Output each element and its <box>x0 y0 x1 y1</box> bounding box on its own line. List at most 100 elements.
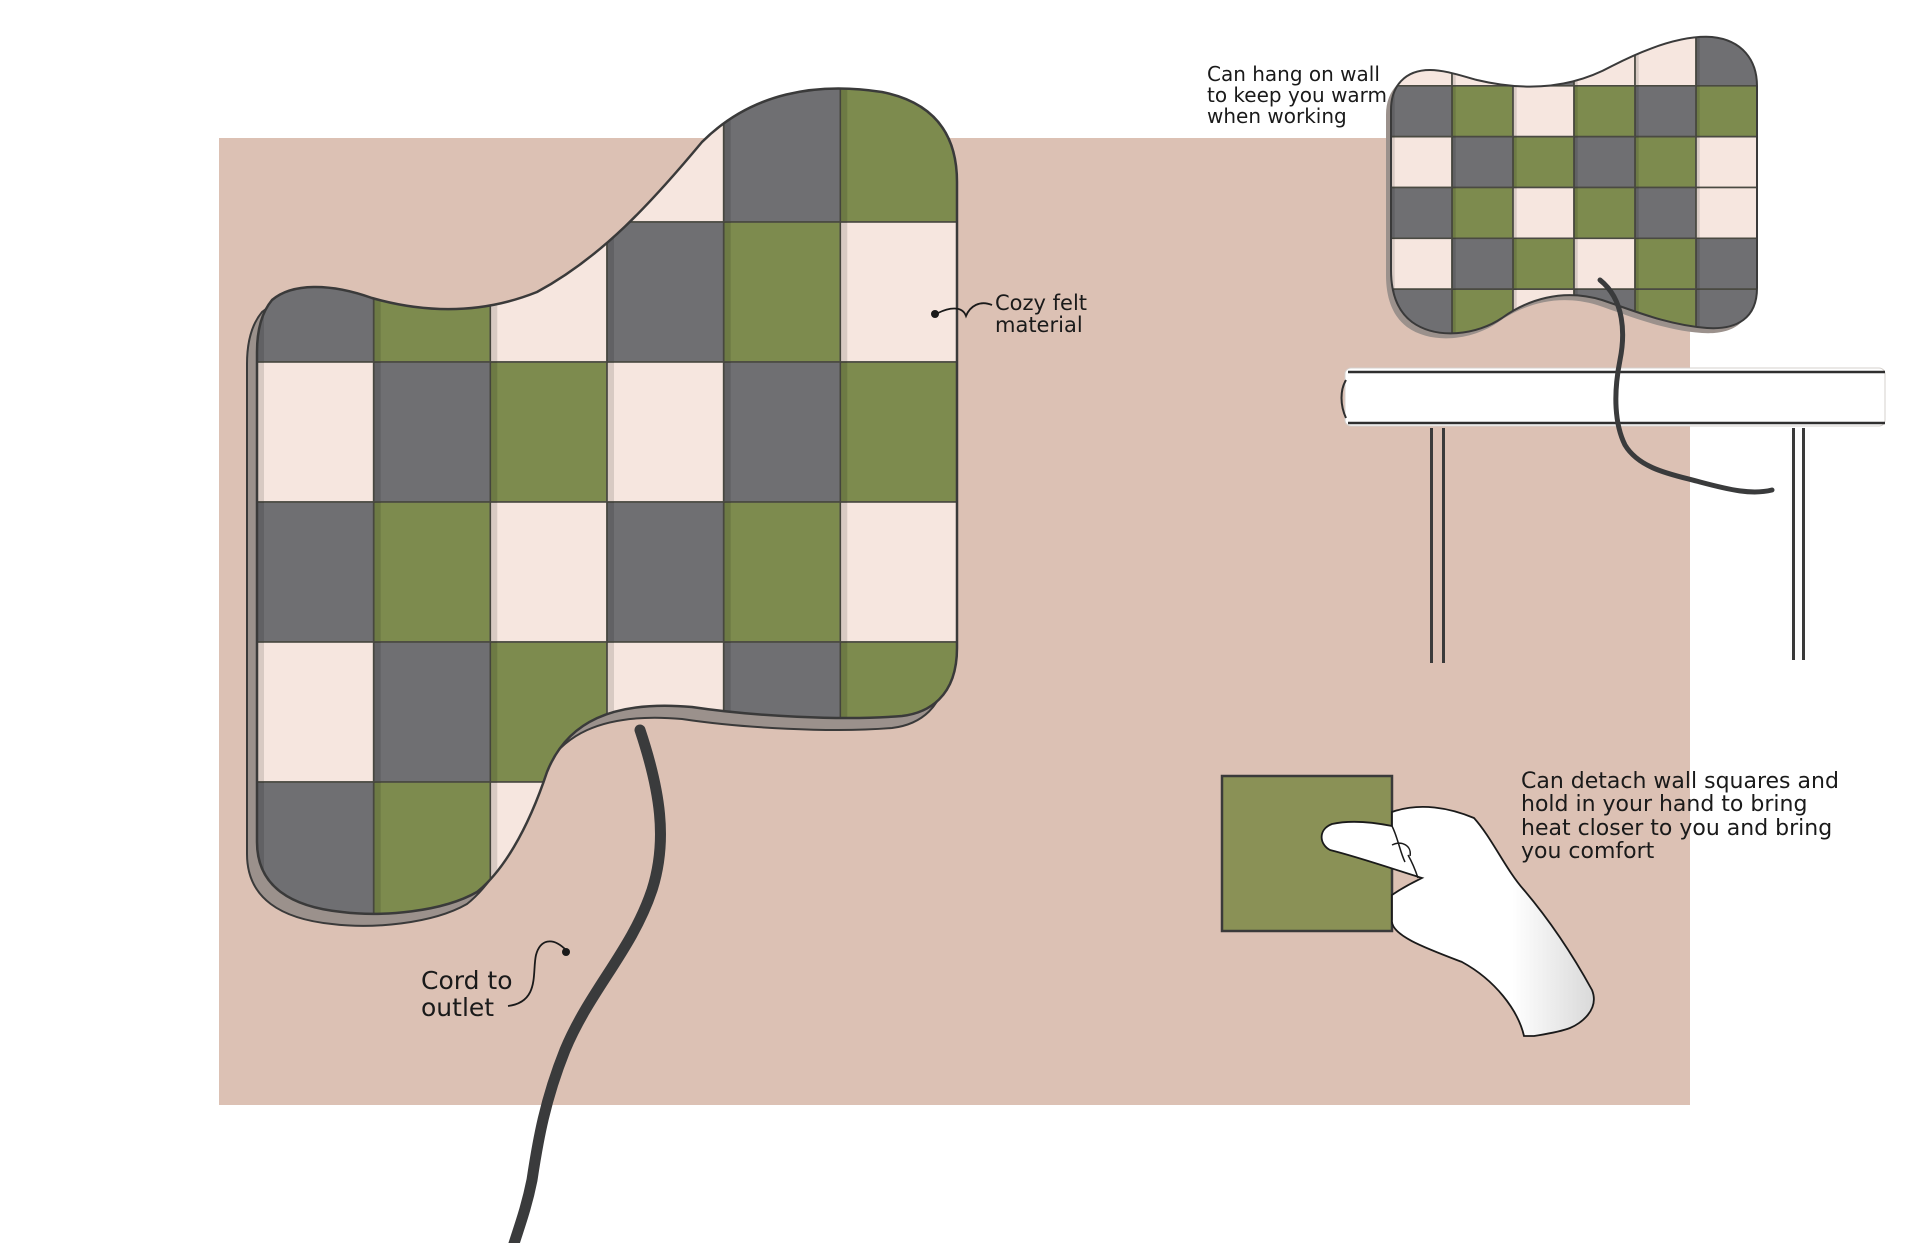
cord-annotation: Cord to outlet <box>421 967 513 1022</box>
felt-tile <box>1391 85 1453 138</box>
felt-tile-shadow <box>1696 289 1700 334</box>
felt-tile <box>722 88 842 223</box>
felt-tile <box>257 641 375 783</box>
felt-tile-shadow <box>1513 238 1517 290</box>
felt-tile-shadow <box>373 782 381 914</box>
felt-tile-shadow <box>723 88 731 222</box>
annotation-line: Can hang on wall <box>1207 62 1380 86</box>
felt-tile-shadow <box>490 782 498 914</box>
felt-tile <box>1634 237 1697 290</box>
felt-tile <box>1512 85 1575 138</box>
felt-tile <box>1573 135 1636 189</box>
felt-tile-shadow <box>1391 136 1395 188</box>
felt-tile <box>372 361 492 503</box>
felt-tile <box>1451 36 1514 87</box>
felt-tile <box>722 501 842 643</box>
felt-tile-shadow <box>840 642 848 782</box>
felt-tile-shadow <box>1696 136 1700 188</box>
felt-tile-shadow <box>490 362 498 502</box>
felt-tile-shadow <box>373 502 381 642</box>
detach-annotation: Can detach wall squares and hold in your… <box>1521 769 1839 864</box>
felt-tile <box>257 501 375 643</box>
felt-tile <box>1573 85 1636 138</box>
felt-tile-shadow <box>840 222 848 362</box>
annotation-line: you comfort <box>1521 838 1655 864</box>
felt-tile-shadow <box>607 362 614 502</box>
felt-tile-shadow <box>607 502 614 642</box>
felt-tile-shadow <box>490 502 498 642</box>
cozy-felt-annotation: Cozy felt material <box>995 292 1087 337</box>
felt-tile-shadow <box>1513 187 1517 239</box>
annotation-line: outlet <box>421 992 495 1022</box>
felt-tile <box>606 501 725 643</box>
felt-tile <box>1451 186 1514 240</box>
felt-tile <box>1512 36 1575 87</box>
felt-tile-shadow <box>257 642 264 782</box>
felt-tile-shadow <box>840 362 848 502</box>
felt-tile <box>1695 237 1757 290</box>
felt-tile <box>1451 135 1514 189</box>
felt-tile-shadow <box>723 502 731 642</box>
felt-tile-shadow <box>1391 36 1395 86</box>
felt-tile-shadow <box>1513 136 1517 188</box>
felt-tile <box>1391 36 1453 87</box>
felt-tile-shadow <box>1696 238 1700 290</box>
annotation-line: heat closer to you and bring <box>1521 815 1833 841</box>
felt-tile-shadow <box>1574 136 1578 188</box>
small-cord-illustration <box>1597 277 1775 495</box>
felt-tile <box>1391 135 1453 189</box>
cozy-leader-line <box>937 302 993 319</box>
felt-tile-shadow <box>840 88 848 222</box>
felt-tile-shadow <box>723 222 731 362</box>
annotation-line: Can detach wall squares and <box>1521 769 1839 794</box>
cord-leader-line <box>507 940 567 1007</box>
felt-tile <box>722 361 842 503</box>
annotation-line: to keep you warm <box>1207 83 1388 108</box>
felt-tile <box>489 501 608 643</box>
felt-tile <box>1451 237 1514 290</box>
felt-tile <box>839 361 957 503</box>
felt-tile <box>722 221 842 363</box>
felt-tile <box>1695 186 1757 240</box>
felt-tile <box>372 781 492 914</box>
felt-tile <box>839 88 957 223</box>
felt-tile-shadow <box>1452 136 1456 188</box>
annotation-line: when working <box>1207 104 1347 129</box>
felt-tile-shadow <box>1513 85 1517 137</box>
felt-tile-shadow <box>257 362 264 502</box>
felt-tile-shadow <box>1391 187 1395 239</box>
annotation-line: hold in your hand to bring <box>1521 792 1808 818</box>
felt-tile-shadow <box>1452 187 1456 239</box>
hand-illustration <box>1320 806 1595 1037</box>
felt-tile <box>489 361 608 503</box>
felt-tile <box>1634 186 1697 240</box>
felt-tile-shadow <box>1696 85 1700 137</box>
felt-tile <box>1573 186 1636 240</box>
felt-tile <box>1695 36 1757 87</box>
felt-tile-shadow <box>1452 289 1456 334</box>
felt-tile <box>1634 85 1697 138</box>
felt-tile <box>1451 85 1514 138</box>
cord-leader-dot <box>562 948 570 956</box>
felt-tile-shadow <box>1452 238 1456 290</box>
cozy-leader-dot <box>931 310 939 318</box>
felt-tile-shadow <box>1635 36 1639 86</box>
felt-tile-shadow <box>1452 85 1456 137</box>
felt-tile <box>606 361 725 503</box>
felt-tile <box>1512 186 1575 240</box>
annotation-line: Cozy felt <box>995 291 1088 315</box>
felt-tile-shadow <box>1574 85 1578 137</box>
felt-tile-shadow <box>1391 85 1395 137</box>
felt-tile <box>839 501 957 643</box>
felt-tile-shadow <box>723 362 731 502</box>
felt-tile-shadow <box>1635 136 1639 188</box>
felt-tile-shadow <box>1696 187 1700 239</box>
felt-tile-shadow <box>1574 36 1578 86</box>
felt-tile <box>1512 237 1575 290</box>
power-cord-illustration <box>508 724 666 1243</box>
felt-tile <box>1512 135 1575 189</box>
felt-tile-shadow <box>1391 238 1395 290</box>
felt-tile-shadow <box>840 502 848 642</box>
felt-tile <box>1391 237 1453 290</box>
